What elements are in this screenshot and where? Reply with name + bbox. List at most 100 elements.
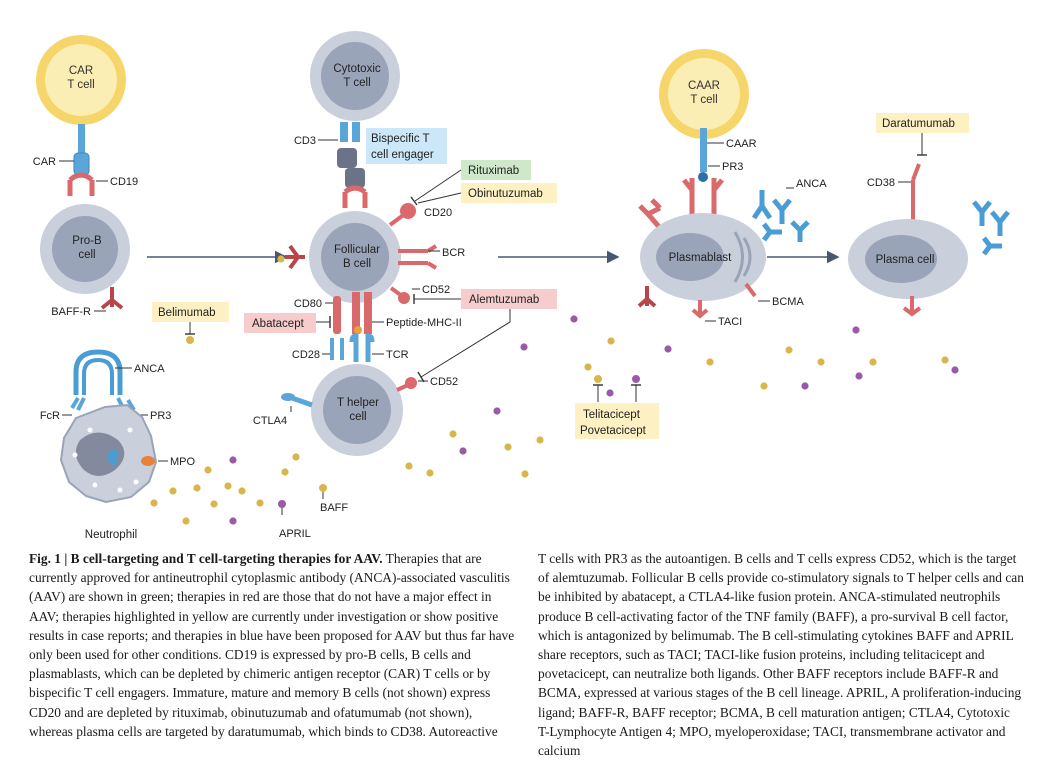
cytokine-dot (449, 430, 457, 438)
abatacept-label: Abatacept (252, 318, 305, 330)
april-label: APRIL (279, 528, 311, 540)
cytokine-dot (536, 436, 544, 444)
therapy-obinutuzumab: Obinutuzumab (417, 183, 557, 204)
caar-t-label-line2: T cell (690, 94, 717, 106)
cytokine-dot (256, 499, 264, 507)
follicular-b-label-line2: B cell (343, 258, 371, 270)
telitacicept-line2: Povetacicept (580, 425, 647, 437)
cytokine-dot (150, 499, 158, 507)
cytokine-dot (493, 407, 501, 415)
cytokine-dot (169, 487, 177, 495)
cytokine-dot (801, 382, 809, 390)
baff-r-plasmablast (637, 286, 657, 308)
pro-b-cell: CD19 Pro-B cell BAFF-R (40, 172, 138, 318)
caar-label: CAAR (726, 138, 757, 150)
cytokine-dot (426, 469, 434, 477)
tcr-receptor (349, 333, 375, 362)
cytokine-dot (706, 358, 714, 366)
bcr-receptor (398, 244, 438, 270)
follicular-b-cell: Follicular B cell CD20 BCR CD52 CD80 Pep… (285, 185, 465, 334)
caption-right-body: T cells with PR3 as the autoantigen. B c… (538, 551, 1024, 759)
therapy-alemtuzumab: Alemtuzumab (413, 289, 557, 383)
taci-label: TACI (718, 316, 742, 328)
cytokine-dot (204, 466, 212, 474)
caar-receptor (700, 128, 707, 150)
therapy-rituximab: Rituximab (410, 160, 531, 206)
mhc-left (352, 292, 360, 334)
cd38-receptor (911, 163, 921, 221)
ctla4-label: CTLA4 (253, 415, 287, 427)
cytokine-dot (760, 382, 768, 390)
telitacicept-line1: Telitacicept (583, 409, 641, 421)
cd52-b-receptor (398, 292, 410, 304)
pr3-neut-label: PR3 (150, 410, 171, 422)
car-t-cell: CAR T cell CAR (33, 35, 126, 176)
ctla4-receptor (291, 395, 313, 408)
daratumumab-box (876, 113, 969, 133)
diagram-canvas: CAR T cell CAR CD19 Pro-B cell BAFF-R Cy… (33, 31, 1010, 541)
cd38-label: CD38 (867, 177, 895, 189)
pr3-granule (108, 449, 118, 465)
cytokine-dot (521, 470, 529, 478)
cytokine-dot (606, 389, 614, 397)
bcr-label: BCR (442, 247, 465, 259)
pro-b-label-line2: cell (78, 249, 95, 261)
pro-b-label-line1: Pro-B (72, 235, 102, 247)
mpo-granule (141, 456, 155, 466)
baff-r-follicular (285, 244, 305, 270)
cd3-receptor-right (352, 122, 360, 142)
pr3-plasma-label: PR3 (722, 161, 743, 173)
cd20-label: CD20 (424, 207, 452, 219)
cytokine-dot (281, 468, 289, 476)
plasmablast: Plasmablast BCMA TACI (637, 178, 804, 328)
figure-label: Fig. 1 | B cell-targeting and T cell-tar… (29, 551, 383, 566)
cytokine-dot (193, 484, 201, 492)
cytokine-dot (229, 456, 237, 464)
cytokine-dot (785, 346, 793, 354)
baff-label: BAFF (320, 502, 348, 514)
cd80-label: CD80 (294, 298, 322, 310)
cytokine-dot (584, 363, 592, 371)
anca-neutrophil (73, 349, 123, 395)
cytotoxic-t-label-line1: Cytotoxic (333, 63, 381, 75)
neutrophil-label: Neutrophil (85, 529, 137, 541)
follicular-b-label-line1: Follicular (334, 244, 380, 256)
cytokine-dot (520, 343, 528, 351)
t-helper-label-line1: T helper (337, 397, 379, 409)
taci-receptor (691, 300, 709, 319)
cd52-t-receptor (405, 377, 417, 389)
cytotoxic-t-label-line2: T cell (343, 77, 370, 89)
cytokine-dot (852, 326, 860, 334)
anca-plasma-label: ANCA (796, 178, 827, 190)
cytokine-dot (210, 500, 218, 508)
alemtuzumab-label: Alemtuzumab (469, 294, 539, 306)
mhc-right (364, 292, 372, 334)
bcr-plasmablast (682, 178, 724, 216)
cytokine-dot (504, 443, 512, 451)
peptide-dot (354, 326, 362, 334)
bispecific-line1: Bispecific T (371, 133, 430, 145)
cd19-receptor (67, 172, 95, 196)
neutrophil: ANCA FcR PR3 MPO Neutrophil (40, 349, 196, 541)
fcr-receptor (70, 396, 86, 411)
cytokine-dot (664, 345, 672, 353)
cd3-label: CD3 (294, 135, 316, 147)
plasmablast-label: Plasmablast (669, 252, 732, 264)
cytokine-dot (951, 366, 959, 374)
cd20-receptor (400, 203, 416, 219)
caar-t-label-line1: CAAR (688, 80, 720, 92)
cytokine-dot (238, 487, 246, 495)
cd80-receptor (333, 296, 341, 334)
car-t-label-line2: T cell (67, 79, 94, 91)
cytokine-labels: BAFF APRIL (278, 484, 348, 540)
cytokine-dot (570, 315, 578, 323)
cytokine-dot (855, 372, 863, 380)
obinutuzumab-label: Obinutuzumab (468, 188, 543, 200)
cytokine-dot (459, 447, 467, 455)
therapy-telitacicept: Telitacicept Povetacicept (575, 375, 659, 439)
pr3-antigen (698, 172, 708, 182)
car-t-label-line1: CAR (69, 65, 93, 77)
cytokine-dot (229, 517, 237, 525)
bcma-receptor (744, 282, 757, 298)
peptide-mhc-label: Peptide-MHC-II (386, 317, 462, 329)
